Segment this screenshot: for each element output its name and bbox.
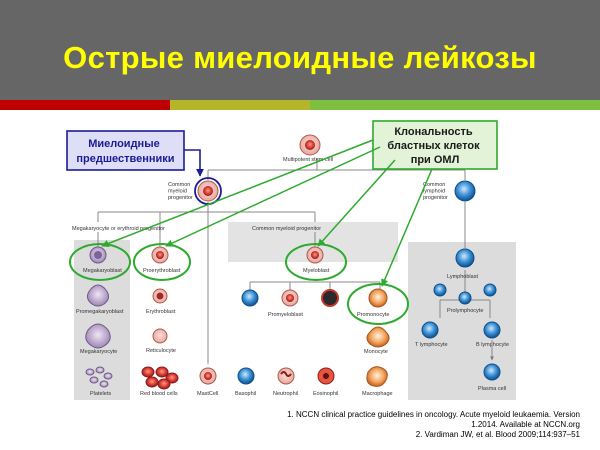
common-lymphoid-progenitor-cell (454, 180, 476, 202)
callout-myeloid-precursors-text: Миелоидные предшественники (76, 138, 174, 165)
prolymphocyte-cell-right (483, 283, 497, 297)
label-macrophage: Macrophage (362, 391, 393, 397)
label-plasma-cell: Plasma cell (478, 386, 506, 392)
highlight-megakaryoblast (69, 243, 131, 281)
label-promegakaryoblast: Promegakaryoblast (76, 309, 124, 315)
highlight-proerythroblast (133, 243, 191, 281)
arrow-to-cmp (184, 149, 204, 177)
label-t-lymphocyte: T lymphocyte (415, 342, 448, 348)
references: 1. NCCN clinical practice guidelines in … (250, 410, 580, 440)
b-lymphocyte-cell (483, 321, 501, 339)
label-monocyte: Monocyte (364, 349, 388, 355)
label-lymphoblast: Lymphoblast (447, 274, 478, 280)
label-promyeloblast: Promyeloblast (268, 312, 303, 318)
label-mastcell: MastCell (197, 391, 218, 397)
label-reticulocyte: Reticulocyte (146, 348, 176, 354)
prolymphocyte-cell (458, 291, 472, 305)
label-mep: Megakaryocyte or erythroid progenitor (72, 226, 165, 232)
callout-aml-clonality-text: Клональность бластных клеток при ОМЛ (387, 126, 482, 166)
accent-stripe-green (310, 100, 600, 110)
reference-1: 1. NCCN clinical practice guidelines in … (287, 410, 580, 419)
reference-1b: 1.2014. Available at NCCN.org (471, 420, 580, 429)
megakaryocyte-lineage-panel (74, 240, 130, 400)
label-proerythroblast: Proerythroblast (143, 268, 181, 274)
neutrophil-cell (277, 367, 295, 385)
label-red-blood-cells: Red blood cells (140, 391, 178, 397)
basophil-cell (237, 367, 255, 385)
platelets-cells (85, 366, 113, 388)
highlight-promonocyte (347, 283, 409, 325)
label-clp: Common lymphoid progenitor (423, 182, 448, 201)
lineage-connectors (97, 158, 491, 364)
label-megakaryoblast: Megakaryoblast (83, 268, 122, 274)
highlight-myeloblast (285, 243, 347, 281)
reticulocyte-cell (152, 328, 168, 344)
label-eosinophil: Eosinophil (313, 391, 338, 397)
label-erythroblast: Erythroblast (146, 309, 176, 315)
label-cmp: Common myeloid progenitor (168, 182, 193, 201)
macrophage-cell (366, 366, 388, 387)
label-gmp: Common myeloid progenitor (252, 226, 321, 232)
lymphoblast-cell (455, 248, 475, 268)
label-myeloblast: Myeloblast (303, 268, 330, 274)
label-multipotent: Multipotent stem cell (283, 157, 333, 163)
t-lymphocyte-cell (421, 321, 439, 339)
plasma-cell (483, 363, 501, 381)
prolymphocyte-cell-left (433, 283, 447, 297)
label-prolymphocyte: Prolymphocyte (447, 308, 483, 314)
label-megakaryocyte: Megakaryocyte (80, 349, 117, 355)
reference-2: 2. Vardiman JW, et al. Blood 2009;114:93… (415, 430, 580, 439)
slide-title: Острые миелоидные лейкозы (63, 40, 537, 75)
arrows-to-blasts (101, 139, 433, 287)
promonocyte-cell (368, 288, 388, 308)
label-b-lymphocyte: B lymphocyte (476, 342, 509, 348)
title-bar (0, 0, 600, 100)
accent-stripe-red (0, 100, 170, 110)
label-neutrophil: Neutrophil (273, 391, 298, 397)
promyeloblast-cell-3 (321, 289, 339, 307)
accent-stripe-olive (170, 100, 310, 110)
label-platelets: Platelets (90, 391, 111, 397)
monocyte-cell (366, 326, 390, 348)
label-basophil: Basophil (235, 391, 256, 397)
callout-myeloid-precursors (66, 130, 185, 171)
aml-highlight-ellipses (69, 243, 409, 325)
promegakaryoblast-cell (86, 284, 110, 307)
promyeloblast-cell-1 (241, 289, 259, 307)
label-promonocyte: Promonocyte (357, 312, 389, 318)
megakaryocyte-cell (85, 323, 111, 349)
red-blood-cells (141, 366, 179, 390)
